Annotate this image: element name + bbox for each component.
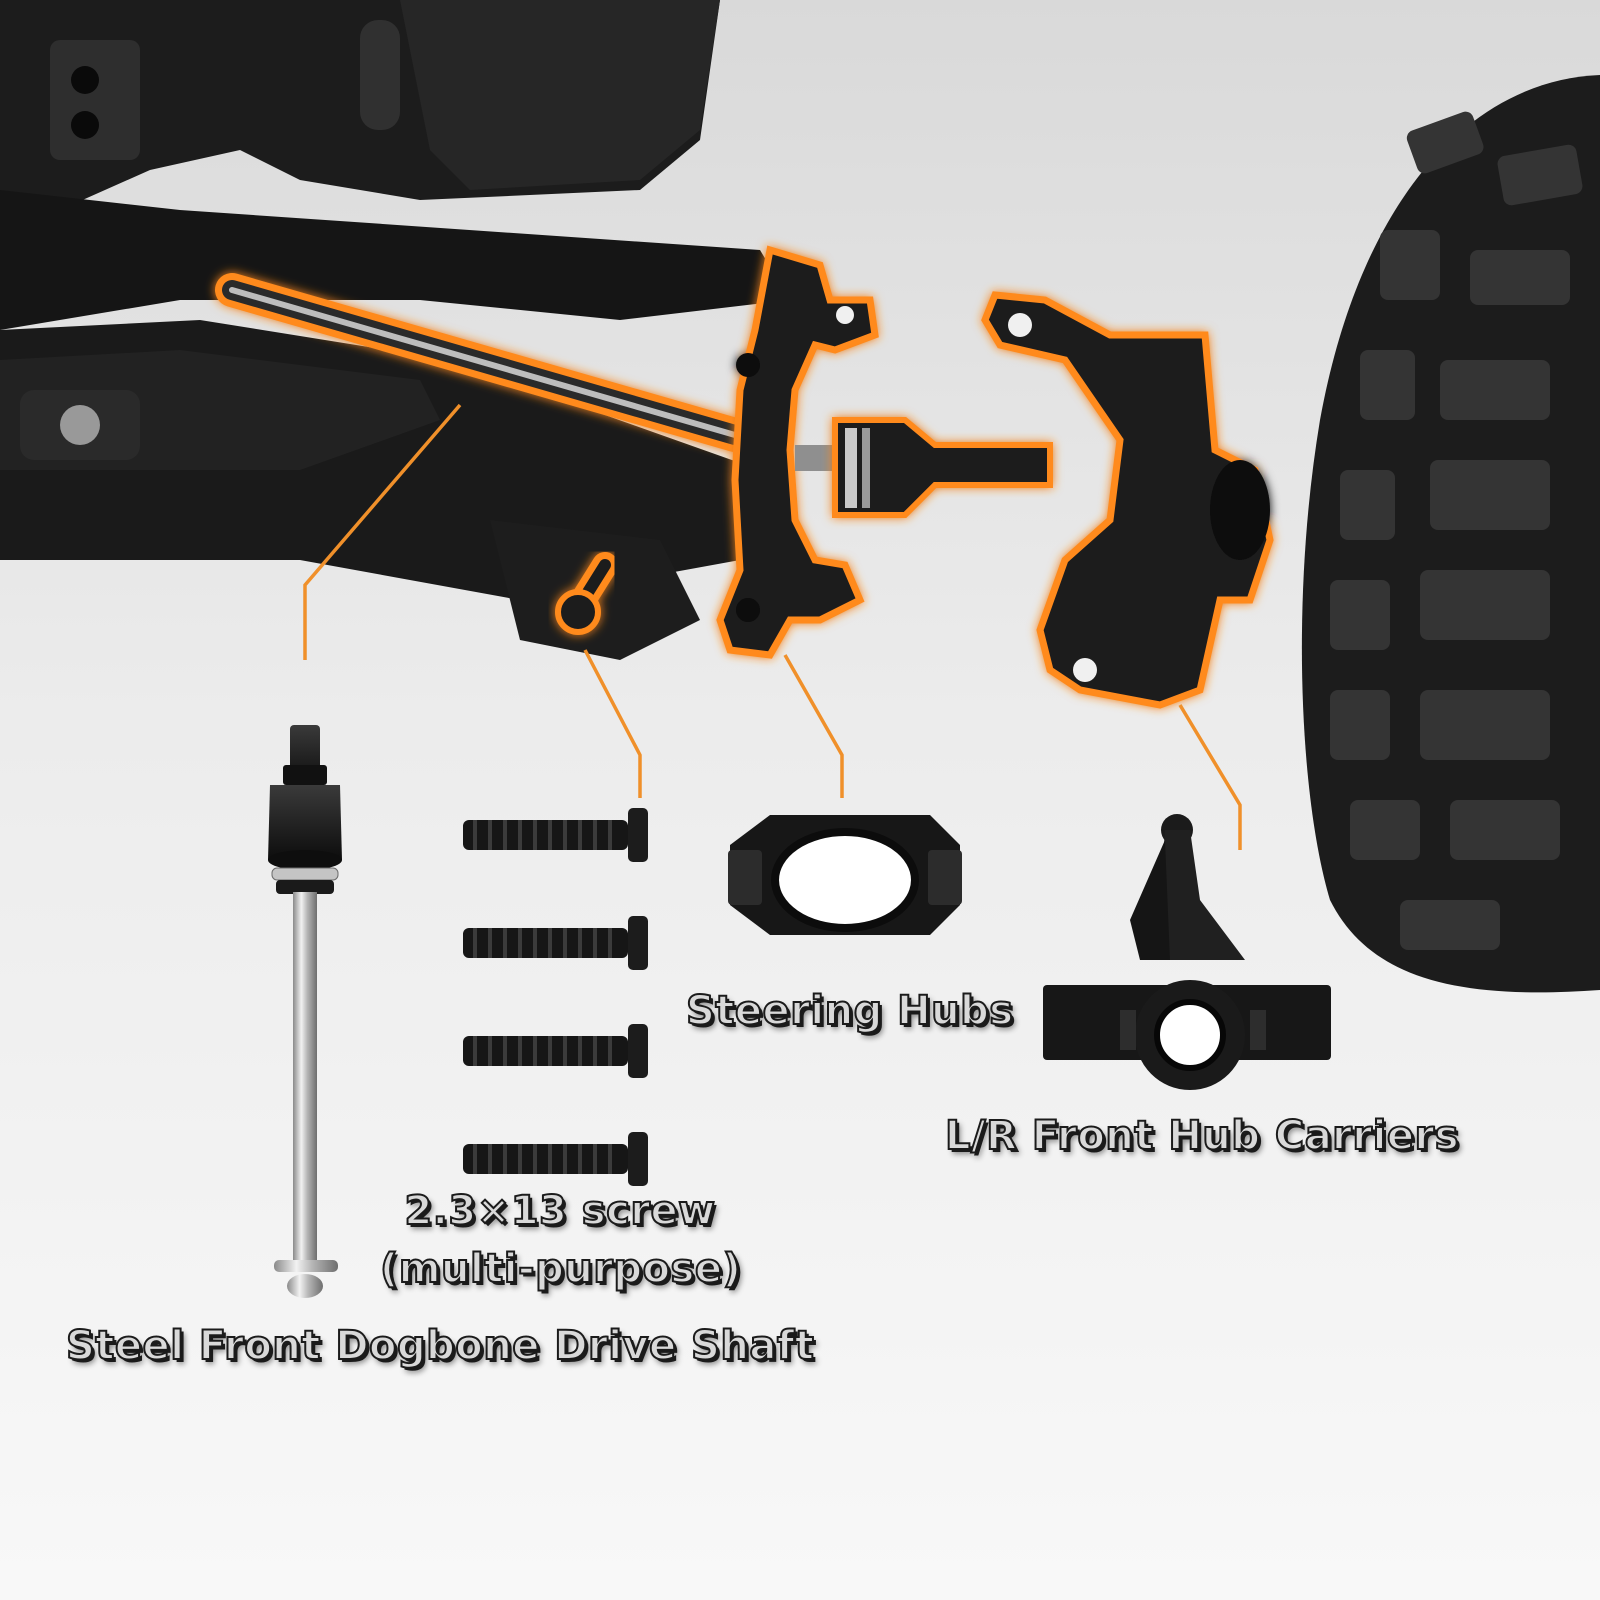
screw-icon (463, 1024, 648, 1078)
leader-screw (583, 649, 642, 798)
tire (1301, 75, 1600, 993)
drive-shaft-label: Steel Front Dogbone Drive Shaft (65, 1322, 815, 1370)
screws (463, 808, 648, 1186)
steering-hub-highlight (716, 245, 879, 659)
dogbone-highlight (215, 273, 752, 452)
axle (795, 417, 1053, 518)
chassis-body (0, 0, 790, 660)
leader-dogbone (303, 403, 462, 660)
steering-hubs-label: Steering Hubs (685, 987, 1014, 1035)
dogbone-shaft-icon (268, 725, 342, 1298)
screw-icon (463, 916, 648, 970)
hub-carriers-label: L/R Front Hub Carriers (944, 1112, 1460, 1160)
screw-label-line2: (multi-purpose) (379, 1245, 742, 1293)
screw-icon (463, 808, 648, 862)
hub-carrier-icon (1043, 814, 1331, 1090)
screw-label-line1: 2.3×13 screw (403, 1187, 716, 1235)
screw-highlight (555, 552, 618, 635)
leader-hub-carrier (1178, 704, 1242, 850)
screw-icon (463, 1132, 648, 1186)
steering-hub-icon (728, 815, 962, 935)
leader-lines (303, 403, 1242, 850)
leader-steering-hub (783, 654, 844, 798)
hub-carrier-highlight (981, 291, 1274, 709)
